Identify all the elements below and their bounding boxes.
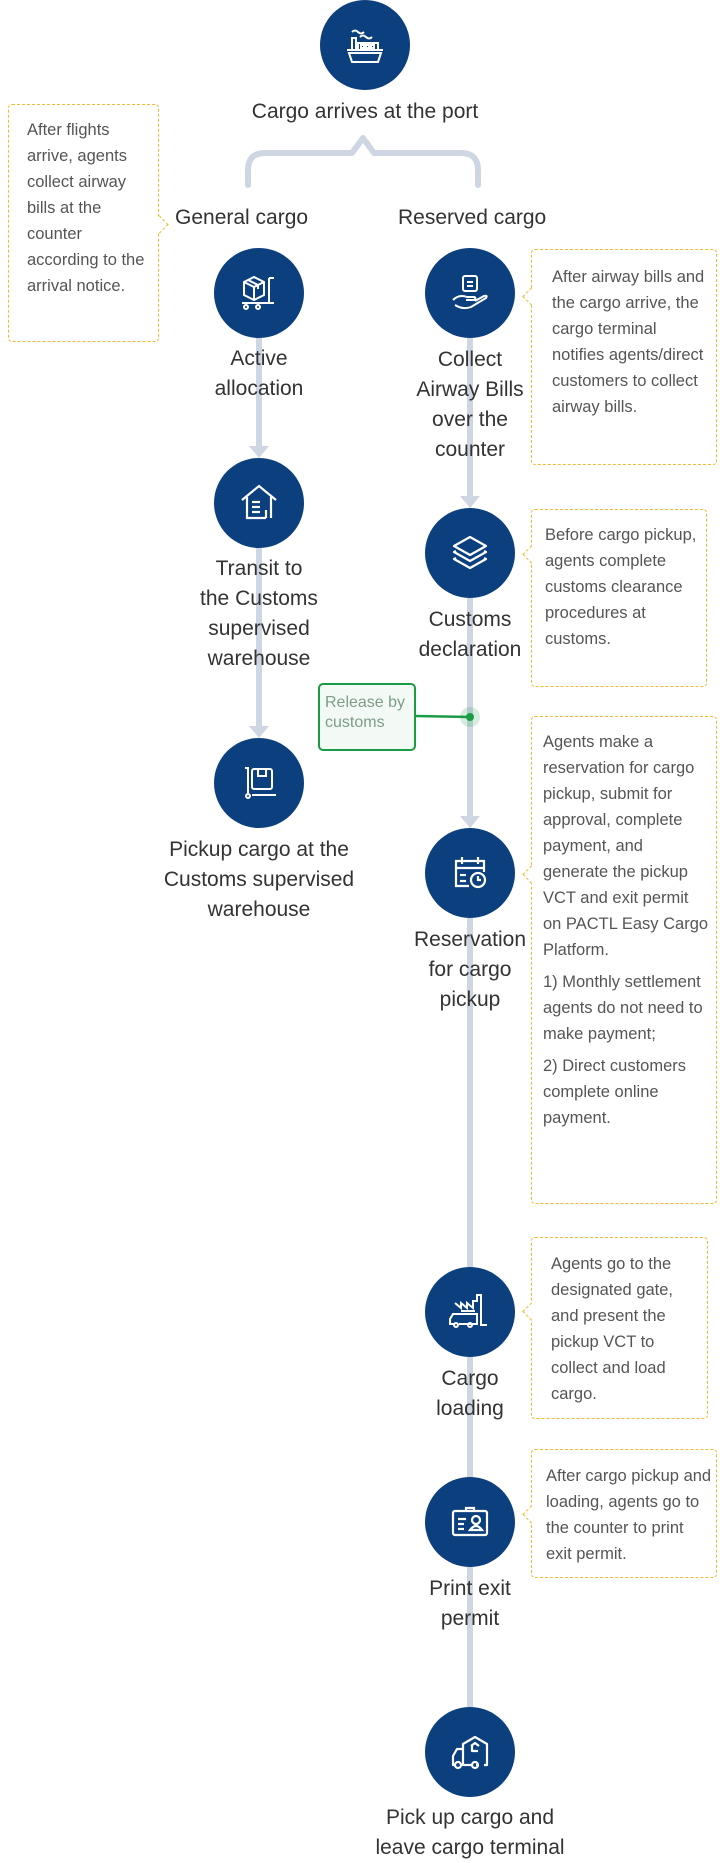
step-reservation-pickup <box>425 828 515 918</box>
callout-general-cargo: After flights arrive, agents collect air… <box>8 104 169 342</box>
arrowhead-reserved-2 <box>460 816 480 828</box>
callout-text: After cargo pickup and loading, agents g… <box>546 1467 712 1563</box>
step-cargo-loading <box>425 1267 515 1357</box>
cargo-ship-icon <box>347 29 383 63</box>
step-pickup-warehouse <box>214 738 304 828</box>
step-active-allocation <box>214 248 304 338</box>
step-print-exit-permit <box>425 1477 515 1567</box>
warehouse-icon <box>241 484 277 520</box>
callout-text: After flights arrive, agents collect air… <box>27 121 145 295</box>
step-transit-warehouse <box>214 458 304 548</box>
step-label-leave-terminal: Pick up cargo and leave cargo terminal <box>375 1806 565 1859</box>
callout-print-exit-permit: After cargo pickup and loading, agents g… <box>521 1449 717 1578</box>
step-label-customs-declaration: Customs declaration <box>418 608 522 661</box>
arrowhead-general-2 <box>249 726 269 738</box>
callout-customs-declaration: Before cargo pickup, agents complete cus… <box>521 509 707 687</box>
branch-title-reserved: Reserved cargo <box>398 206 547 229</box>
release-connector <box>415 714 471 719</box>
callout-reservation-pickup: Agents make a reservation for cargo pick… <box>521 716 717 1204</box>
step-collect-airway-bills <box>425 248 515 338</box>
release-by-customs-tag: Release by customs <box>318 683 416 751</box>
step-customs-declaration <box>425 508 515 598</box>
step-label-print-exit-permit: Print exit permit <box>429 1577 511 1630</box>
callout-text: 1) Monthly settlement agents do not need… <box>543 973 703 1043</box>
truck-home-icon <box>451 1735 489 1770</box>
start-node <box>320 0 410 90</box>
box-trolley-icon <box>242 275 274 310</box>
release-dot <box>466 713 474 721</box>
arrowhead-reserved-1 <box>460 496 480 508</box>
callout-collect-airway-bills: After airway bills and the cargo arrive,… <box>521 249 717 465</box>
step-leave-terminal <box>425 1707 515 1797</box>
step-label-cargo-loading: Cargo loading <box>436 1367 504 1420</box>
branch-title-general: General cargo <box>175 206 309 229</box>
hand-truck-box-icon <box>245 767 276 799</box>
step-label-reservation-pickup: Reservation for cargo pickup <box>413 928 527 1011</box>
calendar-clock-icon <box>454 857 487 889</box>
callout-text: After airway bills and the cargo arrive,… <box>552 268 705 416</box>
id-badge-icon <box>451 1506 489 1537</box>
step-label-active-allocation: Active allocation <box>214 347 304 400</box>
branch-brace <box>245 135 481 188</box>
step-label-pickup-warehouse: Pickup cargo at the Customs supervised w… <box>163 838 355 921</box>
callout-text: Agents make a reservation for cargo pick… <box>543 733 709 959</box>
truck-factory-icon <box>449 1294 487 1328</box>
arrowhead-general-1 <box>249 446 269 458</box>
callout-text: 2) Direct customers complete online paym… <box>543 1057 687 1127</box>
callout-text: Agents go to the designated gate, and pr… <box>551 1255 674 1403</box>
callout-cargo-loading: Agents go to the designated gate, and pr… <box>521 1237 708 1419</box>
start-label: Cargo arrives at the port <box>251 100 479 123</box>
hand-document-icon <box>452 275 488 310</box>
step-label-collect-airway-bills: Collect Airway Bills over the counter <box>416 348 524 461</box>
step-label-transit-warehouse: Transit to the Customs supervised wareho… <box>200 557 318 670</box>
layers-icon <box>452 535 488 570</box>
callout-text: Before cargo pickup, agents complete cus… <box>545 526 697 648</box>
